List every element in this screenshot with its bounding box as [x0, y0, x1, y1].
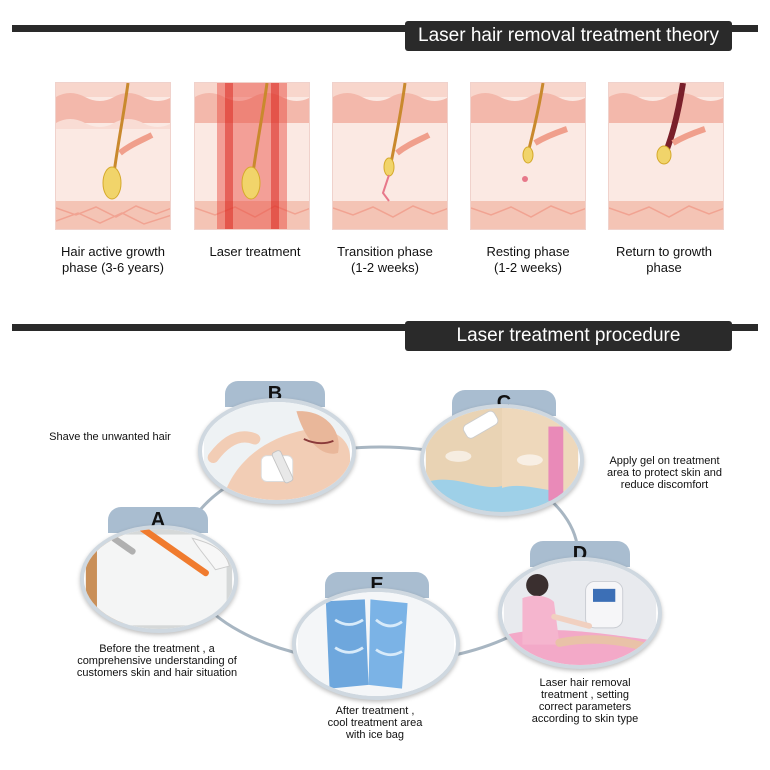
- procedure-title-banner: Laser treatment procedure: [405, 321, 732, 351]
- step-text-line: Laser hair removal: [539, 677, 631, 689]
- step-text-line: area to protect skin and: [607, 467, 722, 479]
- step-text-line: Apply gel on treatment: [609, 455, 720, 467]
- step-text-line: Before the treatment , a: [99, 643, 215, 655]
- phase-image-resting: [470, 82, 586, 230]
- phase-label-line: Return to growth: [615, 244, 713, 259]
- phase-label-line: Laser treatment: [209, 244, 301, 259]
- phase-label-transition: Transition phase (1-2 weeks): [315, 244, 455, 276]
- step-text-line: Shave the unwanted hair: [49, 431, 171, 443]
- phase-image-regrowth: [608, 82, 724, 230]
- step-text-d: Laser hair removal treatment , setting c…: [510, 677, 660, 725]
- phase-label-line: phase (3-6 years): [62, 260, 164, 275]
- step-photo-laser-device: [498, 557, 662, 669]
- phase-label-line: Hair active growth: [60, 244, 166, 259]
- step-photo-ice-bag: [292, 588, 460, 700]
- phase-label-line: Resting phase: [486, 244, 570, 259]
- step-photo-shaving: [198, 398, 356, 504]
- theory-header-rule: [12, 25, 758, 32]
- step-text-line: treatment , setting: [540, 689, 630, 701]
- step-text-b: Shave the unwanted hair: [30, 431, 190, 443]
- step-text-line: reduce discomfort: [620, 479, 709, 491]
- phase-label-resting: Resting phase (1-2 weeks): [458, 244, 598, 276]
- step-text-line: cool treatment area: [327, 717, 423, 729]
- step-text-line: After treatment ,: [335, 705, 415, 717]
- step-text-a: Before the treatment , a comprehensive u…: [62, 643, 252, 679]
- step-text-c: Apply gel on treatment area to protect s…: [592, 455, 737, 491]
- step-photo-notes: [80, 525, 238, 633]
- phase-label-line: Transition phase: [337, 244, 433, 259]
- phase-image-laser: [194, 82, 310, 230]
- phase-label-laser: Laser treatment: [185, 244, 325, 260]
- step-text-line: comprehensive understanding of: [77, 655, 237, 667]
- procedure-header-rule: [12, 324, 758, 331]
- phase-label-line: phase: [646, 260, 682, 275]
- step-text-line: with ice bag: [345, 729, 405, 741]
- theory-title-banner: Laser hair removal treatment theory: [405, 21, 732, 51]
- step-text-e: After treatment , cool treatment area wi…: [305, 705, 445, 741]
- phase-label-growth: Hair active growth phase (3-6 years): [43, 244, 183, 276]
- phase-label-line: (1-2 weeks): [351, 260, 419, 275]
- step-photo-gel: [420, 404, 584, 516]
- step-text-line: according to skin type: [531, 713, 639, 725]
- step-text-line: correct parameters: [538, 701, 632, 713]
- phase-image-growth: [55, 82, 171, 230]
- phase-image-transition: [332, 82, 448, 230]
- phase-label-regrowth: Return to growth phase: [594, 244, 734, 276]
- step-text-line: customers skin and hair situation: [76, 667, 238, 679]
- phase-label-line: (1-2 weeks): [494, 260, 562, 275]
